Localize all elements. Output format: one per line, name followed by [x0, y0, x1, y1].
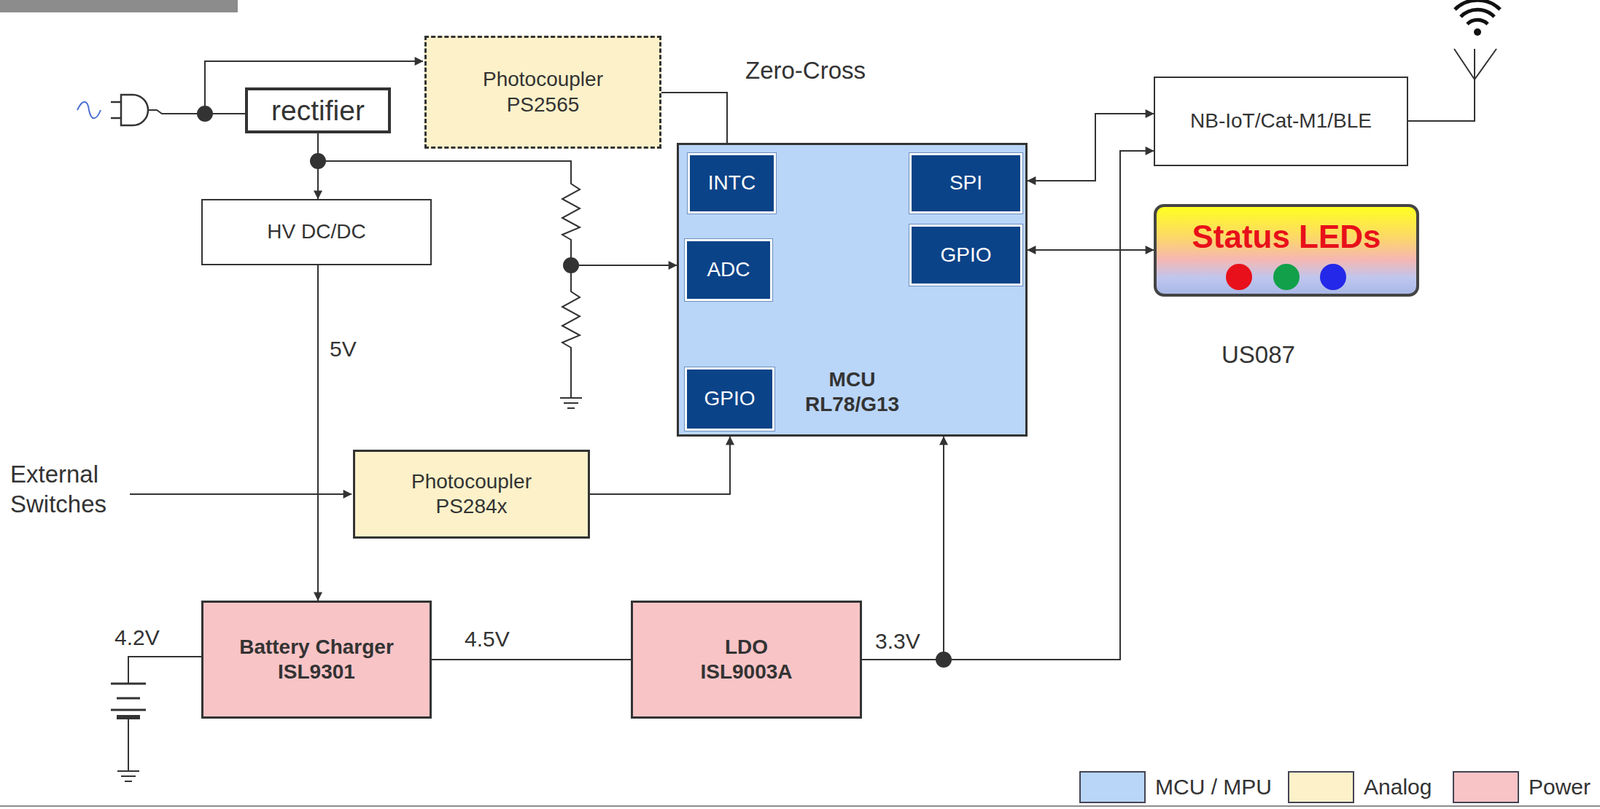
connector — [431, 659, 631, 661]
legend-swatch — [1452, 771, 1520, 804]
box-title: GPIO — [940, 242, 992, 268]
ground-symbol — [560, 397, 582, 399]
legend-text: Analog — [1363, 774, 1432, 802]
box-title: HV DC/DC — [266, 219, 366, 245]
ground-symbol — [563, 402, 579, 405]
led-dot — [1273, 263, 1300, 291]
plug-prong — [110, 101, 122, 104]
box-title: ADC — [706, 257, 750, 283]
battery-wire — [127, 719, 130, 772]
legend-swatch — [1079, 771, 1146, 804]
converter-box: HV DC/DC — [201, 199, 432, 266]
resistor-symbol — [562, 178, 580, 243]
peripheral-box: INTC — [687, 153, 776, 214]
box-title: Photocoupler PS284x — [391, 469, 553, 520]
ground-symbol — [567, 407, 575, 410]
rectifier-box: rectifier — [245, 87, 391, 134]
status-leds-box: Status LEDs — [1153, 204, 1420, 297]
legend-item: Power — [1452, 771, 1591, 804]
voltage-label: 4.5V — [464, 625, 510, 654]
box-title: NB-IoT/Cat-M1/BLE — [1190, 108, 1372, 134]
battery-symbol — [116, 715, 141, 720]
box-title: GPIO — [703, 386, 755, 412]
legend-item: Analog — [1287, 771, 1432, 804]
battery-symbol — [116, 697, 141, 701]
mcu-box: MCU RL78/G13 INTC SPI ADC GPIO GPIO — [676, 142, 1028, 437]
peripheral-box: SPI — [909, 153, 1023, 214]
box-title: rectifier — [271, 93, 365, 129]
box-title: INTC — [708, 170, 756, 196]
input-label: External Switches — [10, 459, 127, 520]
battery-symbol — [110, 709, 146, 712]
junction-dot — [196, 105, 213, 122]
battery-symbol — [110, 683, 146, 686]
photocoupler-box: Photocoupler PS284x — [352, 449, 590, 539]
mains-wire — [148, 110, 246, 114]
ground-symbol — [124, 781, 132, 783]
wifi-icon — [1454, 0, 1501, 10]
antenna-symbol — [1454, 48, 1497, 80]
resistor-symbol — [562, 265, 580, 398]
legend-text: Power — [1528, 774, 1591, 802]
connector — [1027, 249, 1154, 251]
charger-box: Battery Charger ISL9301 — [201, 600, 432, 720]
led-dots — [1220, 261, 1353, 294]
led-dot — [1225, 263, 1253, 291]
connector — [661, 92, 728, 143]
signal-name: Zero-Cross — [745, 55, 866, 86]
connector — [861, 436, 944, 660]
junction-dot — [309, 153, 326, 170]
header-bar — [0, 0, 238, 13]
box-title: MCU RL78/G13 — [779, 367, 926, 418]
footer-line — [0, 805, 1600, 808]
ldo-box: LDO ISL9003A — [630, 600, 862, 720]
voltage-label: 4.2V — [114, 624, 160, 652]
box-title: Battery Charger ISL9301 — [225, 635, 408, 685]
legend-item: MCU / MPU — [1079, 771, 1272, 804]
led-dot — [1319, 263, 1347, 291]
peripheral-box: ADC — [684, 239, 773, 302]
legend-swatch — [1287, 771, 1355, 804]
ground-symbol — [121, 775, 136, 778]
peripheral-box: GPIO — [909, 224, 1023, 286]
voltage-label: 5V — [329, 335, 357, 364]
junction-dot — [935, 651, 952, 669]
connector — [1027, 113, 1154, 181]
wifi-icon — [1467, 19, 1488, 25]
ac-symbol — [77, 102, 101, 119]
box-title: LDO ISL9003A — [684, 635, 809, 685]
plug-symbol — [121, 94, 149, 126]
wifi-icon — [1473, 28, 1482, 36]
legend-text: MCU / MPU — [1155, 774, 1272, 802]
antenna-wire — [1408, 48, 1475, 122]
battery-wire — [128, 657, 202, 685]
radio-module-box: NB-IoT/Cat-M1/BLE — [1153, 76, 1409, 167]
voltage-label: 3.3V — [875, 627, 921, 656]
switch-wire — [129, 493, 352, 496]
peripheral-box: GPIO — [684, 367, 775, 431]
plug-prong — [110, 117, 122, 120]
connector — [589, 436, 730, 495]
box-title: SPI — [949, 170, 983, 196]
ground-symbol — [117, 770, 140, 773]
wifi-icon — [1460, 9, 1495, 17]
photocoupler-box: Photocoupler PS2565 — [424, 35, 662, 149]
connector — [317, 265, 319, 601]
box-title: Status LEDs — [1191, 217, 1381, 257]
box-title: Photocoupler PS2565 — [463, 67, 624, 117]
part-number: US087 — [1221, 339, 1296, 370]
